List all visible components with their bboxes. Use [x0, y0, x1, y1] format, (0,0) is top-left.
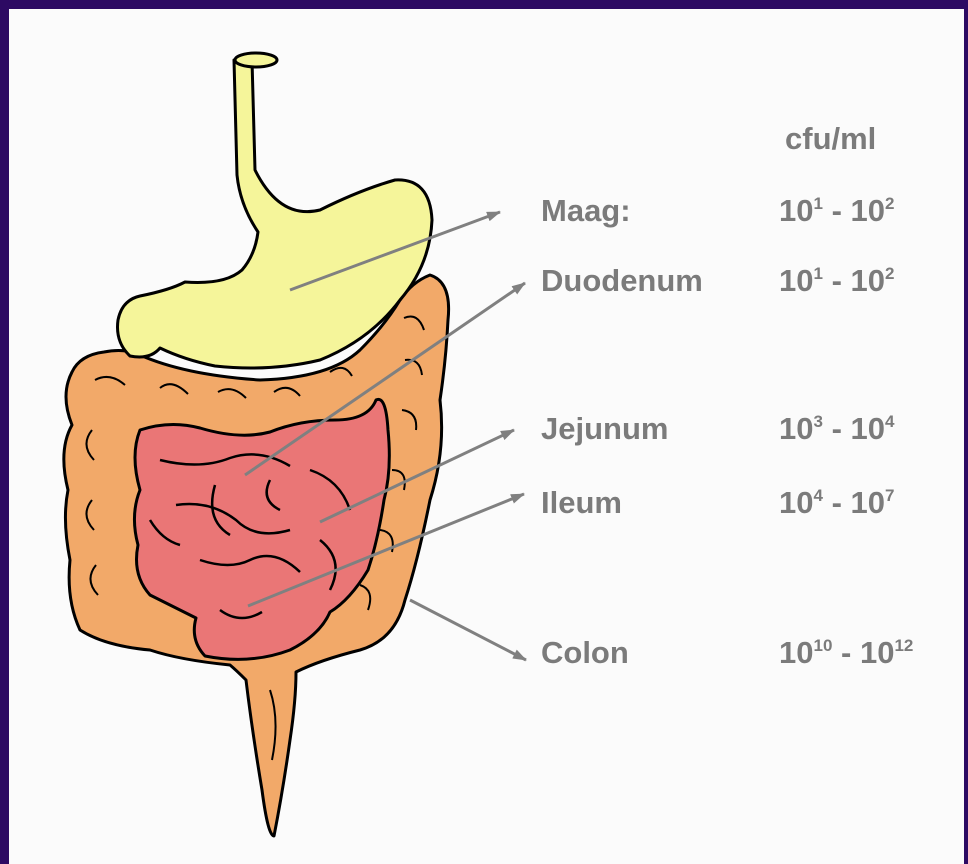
region-label-colon: Colon	[541, 637, 629, 668]
unit-header: cfu/ml	[785, 123, 876, 154]
region-label-duodenum: Duodenum	[541, 265, 703, 296]
esophagus-opening	[235, 53, 277, 67]
range-duodenum: 101 - 102	[779, 265, 894, 296]
region-label-jejunum: Jejunum	[541, 413, 668, 444]
range-maag: 101 - 102	[779, 195, 894, 226]
range-ileum: 104 - 107	[779, 487, 894, 518]
range-colon: 1010 - 1012	[779, 637, 913, 668]
arrow-colon	[410, 600, 526, 660]
region-label-ileum: Ileum	[541, 487, 622, 518]
region-label-maag: Maag:	[541, 195, 631, 226]
range-jejunum: 103 - 104	[779, 413, 894, 444]
diagram-frame: cfu/ml Maag: Duodenum Jejunum Ileum Colo…	[9, 9, 964, 864]
